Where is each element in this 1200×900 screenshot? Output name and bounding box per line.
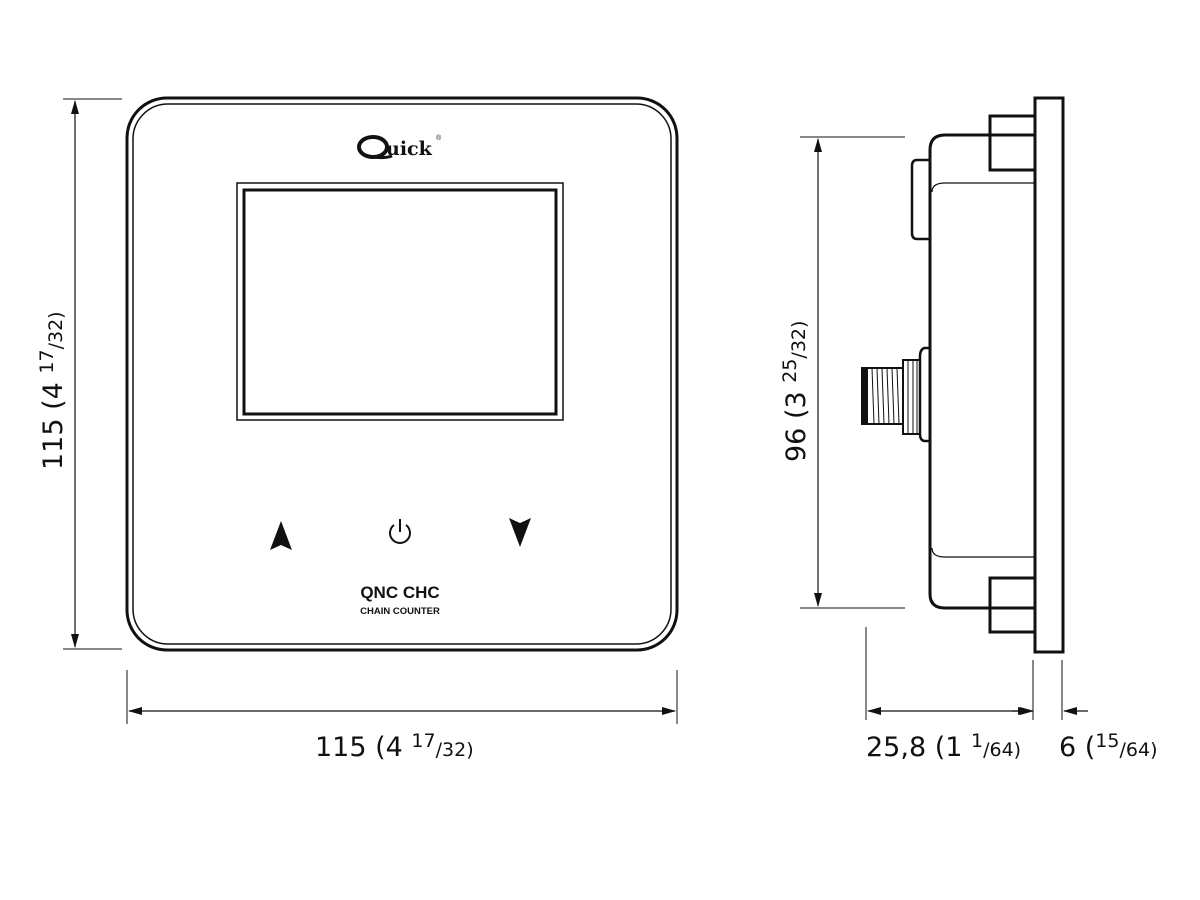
- svg-text:uick: uick: [386, 138, 433, 160]
- height-dimension: 115 (4 17/32): [36, 98, 122, 650]
- housing: [928, 133, 1035, 610]
- top-clip: [988, 114, 1037, 172]
- width-dimension: 115 (4 17/32): [126, 670, 678, 763]
- bottom-clip: [988, 576, 1037, 634]
- front-plate: [1033, 96, 1065, 654]
- svg-text:6 (15/64): 6 (15/64): [1059, 730, 1157, 763]
- model-subtitle: CHAIN COUNTER: [360, 606, 440, 617]
- connector: [861, 346, 930, 443]
- front-bezel-inner: [132, 103, 672, 645]
- svg-text:96 (3 25/32): 96 (3 25/32): [779, 321, 812, 462]
- down-arrow-button-icon[interactable]: [509, 518, 531, 547]
- svg-text:115 (4 17/32): 115 (4 17/32): [315, 730, 474, 763]
- side-tab: [910, 158, 930, 241]
- up-arrow-button-icon[interactable]: [270, 521, 292, 550]
- svg-text:®: ®: [436, 134, 442, 142]
- svg-text:115 (4 17/32): 115 (4 17/32): [36, 311, 69, 470]
- depth-dimension: 25,8 (1 1/64): [865, 627, 1034, 763]
- side-view: [861, 96, 1065, 654]
- screen: [242, 188, 558, 416]
- svg-text:25,8 (1 1/64): 25,8 (1 1/64): [866, 730, 1021, 763]
- body-height-dimension: 96 (3 25/32): [779, 136, 905, 609]
- screen-outer: [236, 182, 564, 421]
- quick-logo: uick ®: [357, 134, 442, 160]
- plate-thickness-dimension: 6 (15/64): [1012, 660, 1157, 763]
- power-button-icon[interactable]: [389, 519, 411, 544]
- front-bezel-outer: [125, 96, 679, 652]
- front-view: uick ® QNC CHC CHAIN COUNTER: [125, 96, 679, 652]
- model-label: QNC CHC: [360, 583, 439, 602]
